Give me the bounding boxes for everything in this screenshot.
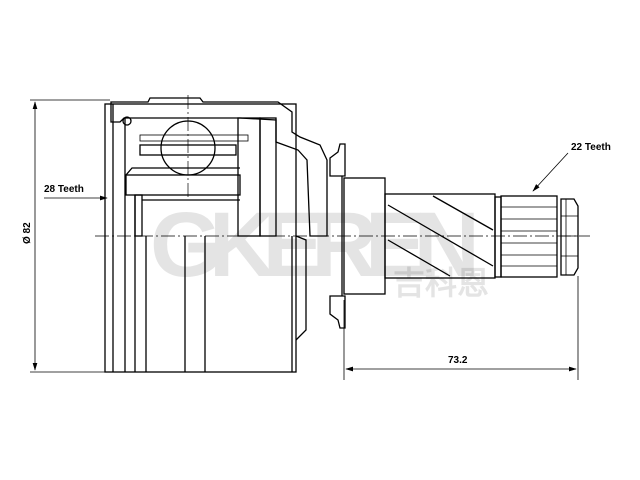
inner-spline-label: 28 Teeth [44, 184, 84, 195]
length-label: 73.2 [448, 355, 468, 366]
diameter-dimension: Ø 82 [22, 99, 110, 373]
length-dimension: 73.2 [343, 276, 579, 380]
inner-spline-callout: 28 Teeth [44, 184, 108, 201]
outer-housing [104, 97, 328, 373]
diameter-label: Ø 82 [22, 222, 33, 244]
watermark: GKEREN 吉科恩 [150, 194, 489, 301]
outer-spline-label: 22 Teeth [571, 142, 611, 153]
outer-spline-callout: 22 Teeth [532, 142, 611, 192]
